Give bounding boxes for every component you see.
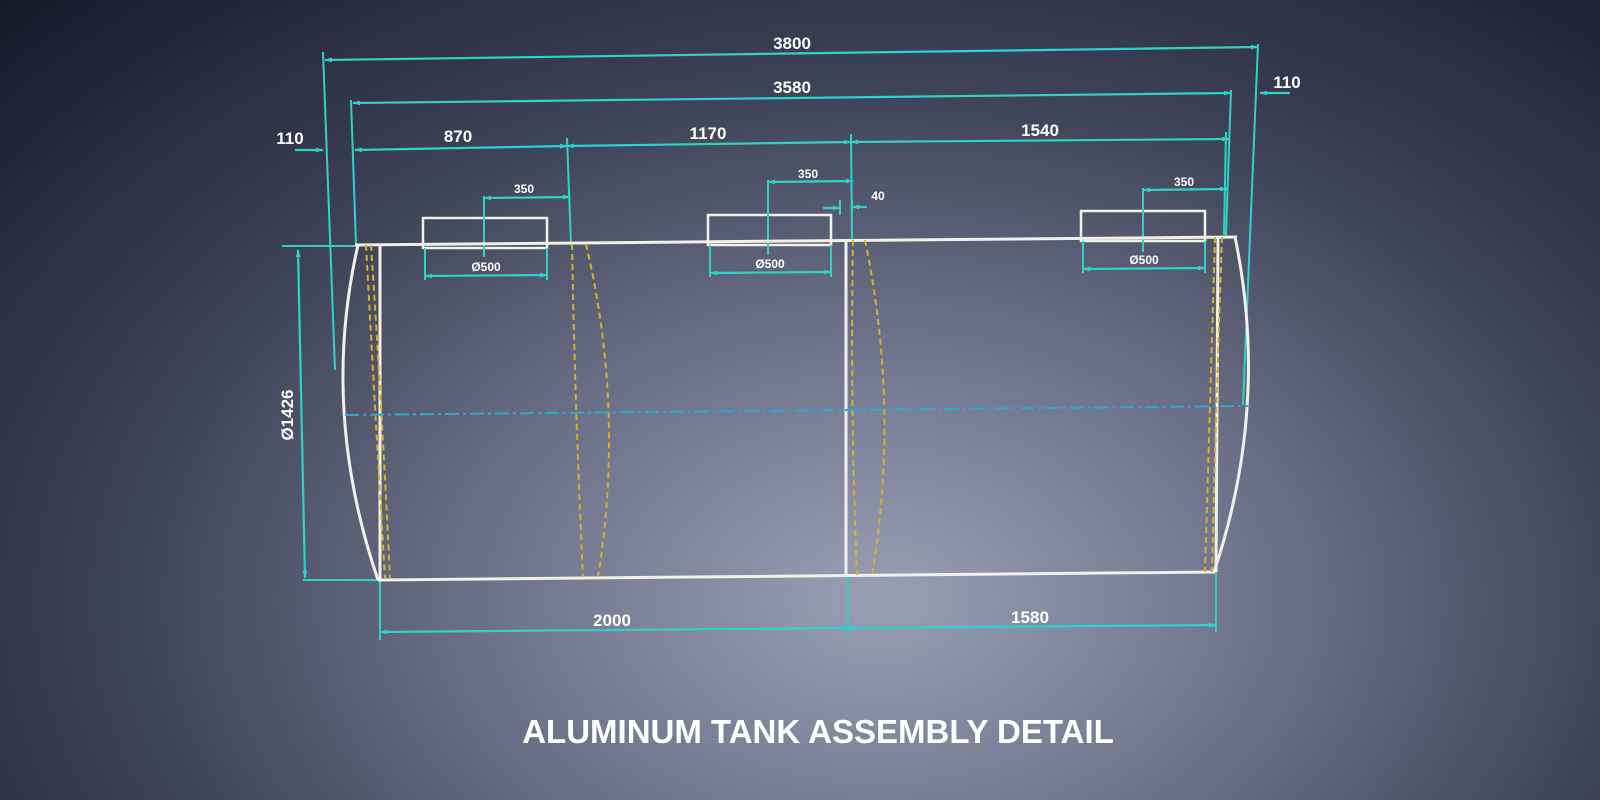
dim-line-870: [354, 143, 568, 153]
dim-line-3580: [352, 90, 1232, 106]
dimension-lines: [295, 44, 1290, 635]
label-hatch-dia-2: Ø500: [755, 257, 785, 271]
label-870: 870: [444, 127, 472, 146]
baffles: [365, 236, 1223, 579]
label-1540: 1540: [1021, 121, 1059, 140]
label-3580: 3580: [773, 78, 811, 97]
label-3800: 3800: [773, 34, 811, 53]
hatches: [421, 178, 1228, 280]
dim-line-1580: [847, 622, 1217, 631]
label-350-2: 350: [798, 167, 818, 181]
label-1580: 1580: [1011, 608, 1049, 627]
tank-top-edge: [354, 235, 1238, 247]
label-hatch-dia-1: Ø500: [471, 260, 501, 274]
tank-centerline: [344, 405, 1251, 416]
label-350-1: 350: [514, 182, 534, 196]
dim-line-1540: [850, 136, 1230, 145]
extension-lines: [282, 43, 1259, 640]
label-2000: 2000: [593, 611, 631, 630]
label-1170: 1170: [690, 124, 727, 143]
label-40: 40: [871, 189, 885, 203]
tank-left-end: [341, 244, 380, 581]
label-hatch-dia-3: Ø500: [1129, 253, 1159, 267]
tank-right-end: [1212, 236, 1250, 573]
label-tank-diameter: Ø1426: [278, 389, 297, 440]
hatch-2: [706, 213, 833, 247]
dim-line-2000: [379, 625, 849, 635]
tank-body: [341, 235, 1250, 582]
dim-line-diameter: [295, 249, 308, 579]
drawing-title: ALUMINUM TANK ASSEMBLY DETAIL: [522, 713, 1114, 750]
dim-line-3800: [324, 44, 1259, 63]
label-110-left: 110: [276, 129, 303, 148]
label-110-right: 110: [1273, 73, 1300, 92]
label-350-3: 350: [1174, 175, 1194, 189]
dimension-labels: 3800 3580 110 110 870 1170 1540 350 350 …: [276, 34, 1300, 630]
tank-bottom-edge: [377, 570, 1216, 582]
dim-line-1170: [566, 139, 852, 149]
